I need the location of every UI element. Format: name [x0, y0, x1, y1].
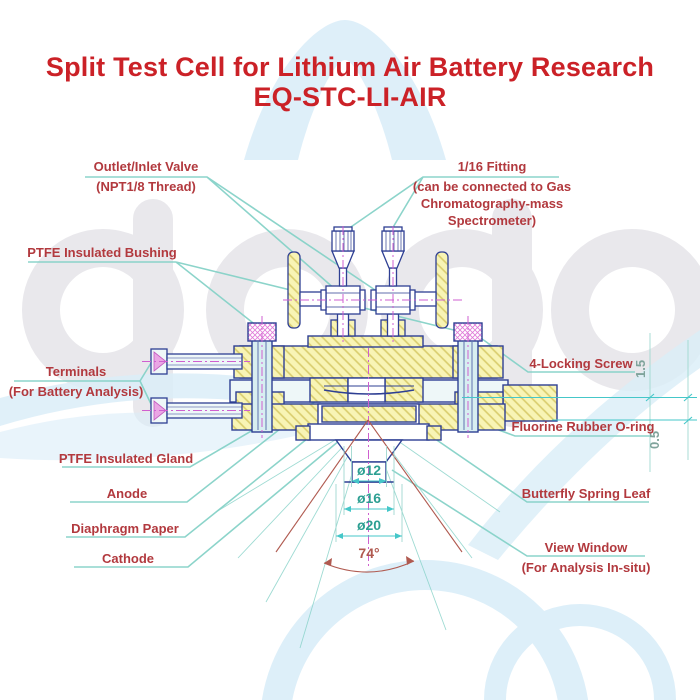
dim-d12: ø12: [357, 462, 381, 478]
terminal-screws: [150, 348, 243, 424]
label-line: 4-Locking Screw: [529, 356, 633, 371]
label-line: Anode: [106, 486, 148, 501]
label-cathode: Cathode: [66, 550, 190, 567]
angle-dimension: [275, 419, 463, 573]
label-diaphragm-paper: Diaphragm Paper: [58, 520, 192, 537]
label-line: Chromatography-mass: [420, 196, 564, 211]
label-fluorine-rubber-o-ring: Fluorine Rubber O-ring: [506, 418, 660, 435]
label-line: (NPT1/8 Thread): [96, 179, 196, 194]
label-line: (For Battery Analysis): [8, 384, 144, 399]
label-ptfe-insulated-gland: PTFE Insulated Gland: [56, 450, 196, 467]
dim-right-bottom: 0.5: [647, 431, 662, 449]
label-anode: Anode: [66, 485, 188, 502]
label-line: Outlet/Inlet Valve: [93, 159, 199, 174]
label-line: (For Analysis In-situ): [521, 560, 651, 575]
label-line: (can be connected to Gas: [412, 179, 572, 194]
label-view-window: View Window (For Analysis In-situ): [508, 539, 664, 576]
label-line: View Window: [544, 540, 628, 555]
label-ptfe-insulated-bushing: PTFE Insulated Bushing: [22, 244, 182, 261]
label-line: PTFE Insulated Bushing: [27, 245, 177, 260]
label-line: Butterfly Spring Leaf: [521, 486, 651, 501]
centerlines: [142, 226, 469, 568]
watermark-arcs: [261, 560, 676, 700]
dimension-lines: [335, 333, 697, 542]
dimension-text: ø12 ø16 ø20 74° 1.5 0.5: [357, 360, 662, 561]
label-line: Cathode: [102, 551, 154, 566]
label-line: Spectrometer): [447, 213, 537, 228]
label-1-16-fitting: 1/16 Fitting (can be connected to Gas Ch…: [402, 158, 582, 229]
label-line: 1/16 Fitting: [457, 159, 527, 174]
label-line: PTFE Insulated Gland: [58, 451, 194, 466]
title-line-2: EQ-STC-LI-AIR: [253, 82, 447, 112]
label-line: Diaphragm Paper: [71, 521, 179, 536]
dim-angle: 74°: [358, 545, 379, 561]
label-outlet-inlet-valve: Outlet/Inlet Valve (NPT1/8 Thread): [60, 158, 232, 195]
label-terminals: Terminals (For Battery Analysis): [6, 363, 146, 400]
dim-d20: ø20: [357, 517, 381, 533]
label-line: Terminals: [45, 364, 107, 379]
label-line: Fluorine Rubber O-ring: [511, 419, 655, 434]
dim-d16: ø16: [357, 490, 381, 506]
cell-body: [229, 322, 558, 483]
label-butterfly-spring-leaf: Butterfly Spring Leaf: [516, 485, 656, 502]
label-4-locking-screw: 4-Locking Screw: [518, 355, 644, 372]
dim-right-top: 1.5: [633, 360, 648, 378]
title-line-1: Split Test Cell for Lithium Air Battery …: [45, 52, 655, 82]
watermark-logo-a-top: [244, 20, 446, 160]
page-title: Split Test Cell for Lithium Air Battery …: [0, 52, 700, 112]
